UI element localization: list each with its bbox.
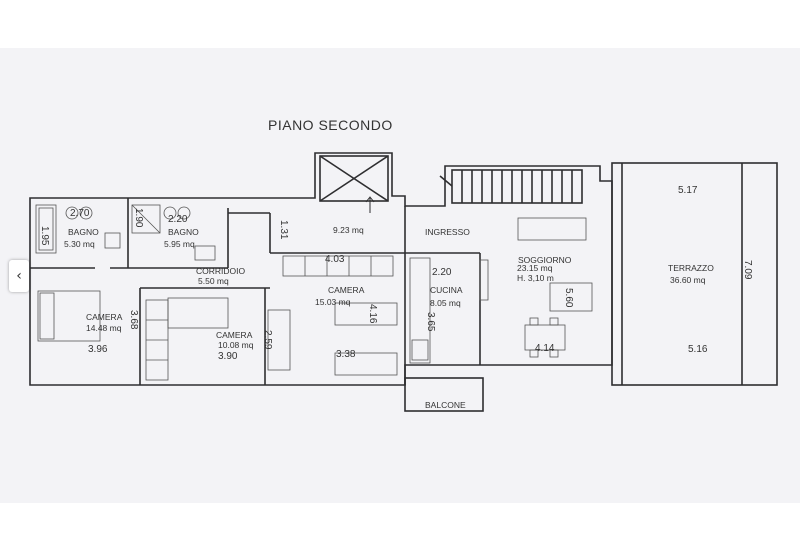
room-soggiorno-name: SOGGIORNO bbox=[518, 255, 572, 265]
chevron-left-icon: ‹ bbox=[16, 268, 22, 284]
room-ingresso-name: INGRESSO bbox=[425, 227, 470, 237]
dim-camera3-bottom: 3.38 bbox=[336, 349, 356, 360]
room-cucina-name: CUCINA bbox=[430, 285, 463, 295]
room-bagno2-name: BAGNO bbox=[168, 227, 199, 237]
balcony-outline bbox=[404, 377, 484, 412]
dim-terrazzo-h: 7.09 bbox=[742, 260, 753, 280]
staircase bbox=[439, 169, 583, 204]
wardrobe-2 bbox=[267, 309, 291, 371]
furniture bbox=[35, 204, 593, 381]
room-cucina-area: 8.05 mq bbox=[430, 298, 461, 308]
elevator-shaft bbox=[319, 155, 389, 202]
floor-plan: PIANO SECONDO BAGNO 5.30 mq BAGNO 5.95 m… bbox=[29, 117, 778, 412]
room-corridoio-name: CORRIDOIO bbox=[196, 266, 246, 276]
dim-camera2-h: 2.59 bbox=[262, 330, 273, 350]
previous-image-button[interactable]: ‹ bbox=[9, 260, 29, 292]
dim-camera3-h: 4.16 bbox=[367, 304, 378, 324]
room-camera2-name: CAMERA bbox=[216, 330, 253, 340]
bed-double-1 bbox=[37, 290, 101, 342]
toilet bbox=[65, 206, 79, 220]
dim-soggiorno-w: 4.14 bbox=[535, 343, 555, 354]
dim-terrazzo-bottom: 5.16 bbox=[688, 344, 708, 355]
room-soggiorno-height: H. 3,10 m bbox=[517, 273, 554, 283]
dim-corridor-h: 1.31 bbox=[278, 220, 289, 240]
room-camera3-area: 15.03 mq bbox=[315, 297, 351, 307]
dim-bagno2-h: 1.90 bbox=[133, 208, 144, 228]
dim-camera1-w: 3.96 bbox=[88, 344, 108, 355]
room-camera3-name: CAMERA bbox=[328, 285, 365, 295]
dim-soggiorno-h: 5.60 bbox=[563, 288, 574, 308]
dim-cucina-h: 3.65 bbox=[425, 312, 436, 332]
floor-plan-sheet: PIANO SECONDO BAGNO 5.30 mq BAGNO 5.95 m… bbox=[0, 48, 800, 503]
stove bbox=[411, 339, 429, 361]
dim-bagno2-w: 2.20 bbox=[168, 214, 188, 225]
room-soggiorno-area: 23.15 mq bbox=[517, 263, 553, 273]
dim-camera2-w: 3.90 bbox=[218, 351, 238, 362]
room-bagno1-area: 5.30 mq bbox=[64, 239, 95, 249]
terrace-outline bbox=[611, 162, 778, 386]
dim-bagno1-h: 1.95 bbox=[39, 226, 50, 246]
room-ingresso-area: 9.23 mq bbox=[333, 225, 364, 235]
room-camera2-area: 10.08 mq bbox=[218, 340, 254, 350]
room-terrazzo-area: 36.60 mq bbox=[670, 275, 706, 285]
room-bagno2-area: 5.95 mq bbox=[164, 239, 195, 249]
room-camera1-name: CAMERA bbox=[86, 312, 123, 322]
dim-camera1-h: 3.68 bbox=[128, 310, 139, 330]
room-balcone-name: BALCONE bbox=[425, 400, 466, 410]
wardrobe-3 bbox=[282, 255, 394, 277]
room-terrazzo-name: TERRAZZO bbox=[668, 263, 714, 273]
dim-terrazzo-top: 5.17 bbox=[678, 185, 698, 196]
dim-camera3-top: 4.03 bbox=[325, 254, 345, 265]
bathtub bbox=[35, 204, 57, 254]
bed-2 bbox=[167, 297, 229, 329]
dim-cucina-w: 2.20 bbox=[432, 267, 452, 278]
room-bagno1-name: BAGNO bbox=[68, 227, 99, 237]
room-corridoio-area: 5.50 mq bbox=[198, 276, 229, 286]
entrance-arrow bbox=[365, 196, 375, 213]
armchair bbox=[549, 282, 593, 312]
bed-3a bbox=[334, 302, 398, 326]
dining-table bbox=[524, 324, 566, 351]
sofa bbox=[517, 217, 587, 241]
kitchen-counter bbox=[409, 257, 431, 364]
sink bbox=[104, 232, 121, 249]
shower bbox=[131, 204, 161, 234]
room-camera1-area: 14.48 mq bbox=[86, 323, 122, 333]
bed-3b bbox=[334, 352, 398, 376]
dim-bagno1-w: 2.70 bbox=[70, 208, 90, 219]
plan-title: PIANO SECONDO bbox=[268, 117, 393, 133]
